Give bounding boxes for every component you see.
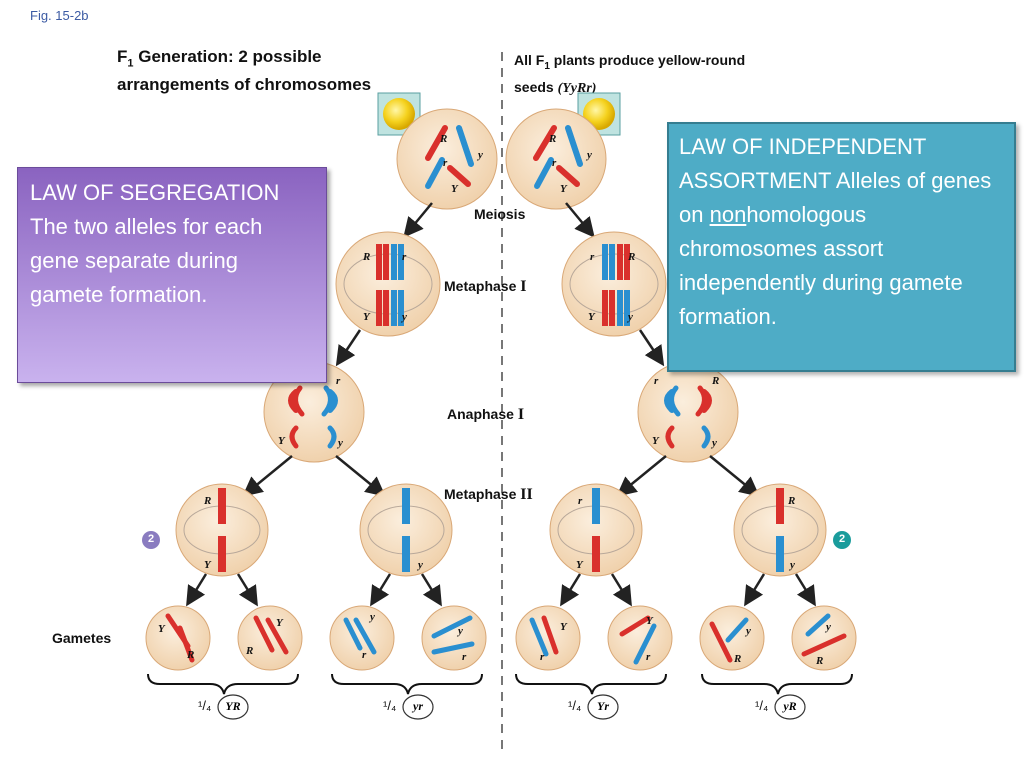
gamete-cell-7: yR xyxy=(699,605,765,671)
allele-Y: Y xyxy=(451,183,459,195)
metaphase2-cell-4: Ry xyxy=(733,483,827,577)
f1-generation-title: F1 Generation: 2 possible arrangements o… xyxy=(117,47,372,95)
svg-text:y: y xyxy=(710,437,717,449)
independent-text-start: LAW OF INDEPENDENT ASSORTMENT Alleles of… xyxy=(679,134,992,227)
stage-meiosis: Meiosis xyxy=(474,206,526,222)
step-badge-number: 2 xyxy=(147,533,155,545)
f1-plants-title: All F1 plants produce yellow-round seeds… xyxy=(514,52,746,96)
metaphase2-cell-1: RY xyxy=(175,483,269,577)
gamete-cell-3: yr xyxy=(329,605,395,671)
svg-text:Y: Y xyxy=(204,559,212,571)
svg-text:r: r xyxy=(646,651,651,663)
svg-text:R: R xyxy=(733,653,741,665)
svg-text:r: r xyxy=(590,251,595,263)
genotype-label: (YyRr) xyxy=(557,80,597,96)
stage-metaphase-1: Metaphase I xyxy=(444,278,527,295)
allele-Y: Y xyxy=(560,183,568,195)
gametes-label: Gametes xyxy=(52,630,112,646)
metaphase2-cell-2: y xyxy=(359,483,453,577)
gamete-cell-4: yr xyxy=(421,605,487,671)
svg-text:R: R xyxy=(362,251,370,263)
svg-text:R: R xyxy=(711,375,719,387)
parent-cell-left: R y r Y xyxy=(396,108,498,210)
allele-R: R xyxy=(548,133,556,145)
allele-r: r xyxy=(552,157,557,169)
svg-text:y: y xyxy=(456,625,463,637)
gamete-fraction: ¹/₄ xyxy=(198,698,212,713)
svg-text:R: R xyxy=(815,655,823,667)
stage-metaphase-2: Metaphase II xyxy=(444,486,533,503)
gamete-fraction: ¹/₄ xyxy=(755,698,769,713)
step-badge-right xyxy=(833,531,851,549)
allele-y: y xyxy=(585,149,592,161)
svg-text:Y: Y xyxy=(276,617,284,629)
svg-text:R: R xyxy=(787,495,795,507)
gamete-genotype: Yr xyxy=(597,699,609,713)
svg-text:y: y xyxy=(368,611,375,623)
svg-text:r: r xyxy=(336,375,341,387)
svg-text:Y: Y xyxy=(576,559,584,571)
allele-r: r xyxy=(443,157,448,169)
allele-R: R xyxy=(439,133,447,145)
independent-text-end: homologous chromosomes assort independen… xyxy=(679,202,963,329)
svg-text:y: y xyxy=(788,559,795,571)
svg-text:y: y xyxy=(626,311,633,323)
svg-text:Y: Y xyxy=(363,311,371,323)
svg-text:R: R xyxy=(245,645,253,657)
gamete-cell-6: Yr xyxy=(607,605,673,671)
svg-text:Y: Y xyxy=(646,615,654,627)
law-of-segregation-heading: LAW OF SEGREGATION xyxy=(30,180,280,205)
gamete-cell-5: Yr xyxy=(515,605,581,671)
svg-text:Y: Y xyxy=(588,311,596,323)
svg-text:Y: Y xyxy=(560,621,568,633)
svg-text:y: y xyxy=(416,559,423,571)
svg-text:Y: Y xyxy=(652,435,660,447)
svg-text:r: r xyxy=(578,495,583,507)
gamete-genotype: YR xyxy=(225,699,241,713)
gamete-genotype: yr xyxy=(413,699,423,713)
gamete-fraction: ¹/₄ xyxy=(383,698,397,713)
gamete-fraction: ¹/₄ xyxy=(568,698,582,713)
gamete-cell-8: yR xyxy=(791,605,857,671)
law-of-segregation-body: The two alleles for each gene separate d… xyxy=(30,214,263,307)
svg-text:R: R xyxy=(186,649,194,661)
parent-cell-right: R y r Y xyxy=(505,108,607,210)
svg-text:R: R xyxy=(203,495,211,507)
svg-text:r: r xyxy=(462,651,467,663)
law-of-segregation-box: LAW OF SEGREGATION The two alleles for e… xyxy=(17,167,327,383)
yellow-seed-icon xyxy=(583,98,615,130)
law-of-independent-assortment-box: LAW OF INDEPENDENT ASSORTMENT Alleles of… xyxy=(667,122,1016,372)
stage-anaphase-1: Anaphase I xyxy=(447,406,525,423)
metaphase2-cell-3: rY xyxy=(549,483,643,577)
step-badge-left xyxy=(142,531,160,549)
svg-text:Y: Y xyxy=(158,623,166,635)
svg-text:y: y xyxy=(336,437,343,449)
allele-y: y xyxy=(476,149,483,161)
svg-text:r: r xyxy=(402,251,407,263)
svg-text:r: r xyxy=(654,375,659,387)
svg-text:y: y xyxy=(824,621,831,633)
gamete-cell-1: YR xyxy=(145,605,211,671)
gamete-genotype: yR xyxy=(783,699,797,713)
svg-text:y: y xyxy=(744,625,751,637)
svg-text:Y: Y xyxy=(278,435,286,447)
gamete-brackets xyxy=(147,673,853,695)
step-badge-number: 2 xyxy=(838,533,846,545)
svg-text:y: y xyxy=(400,311,407,323)
svg-text:r: r xyxy=(540,651,545,663)
figure-label: Fig. 15-2b xyxy=(30,8,89,23)
svg-text:r: r xyxy=(362,649,367,661)
svg-text:R: R xyxy=(627,251,635,263)
gamete-cell-2: YR xyxy=(237,605,303,671)
independent-text-underlined: non xyxy=(709,202,747,227)
yellow-seed-icon xyxy=(383,98,415,130)
